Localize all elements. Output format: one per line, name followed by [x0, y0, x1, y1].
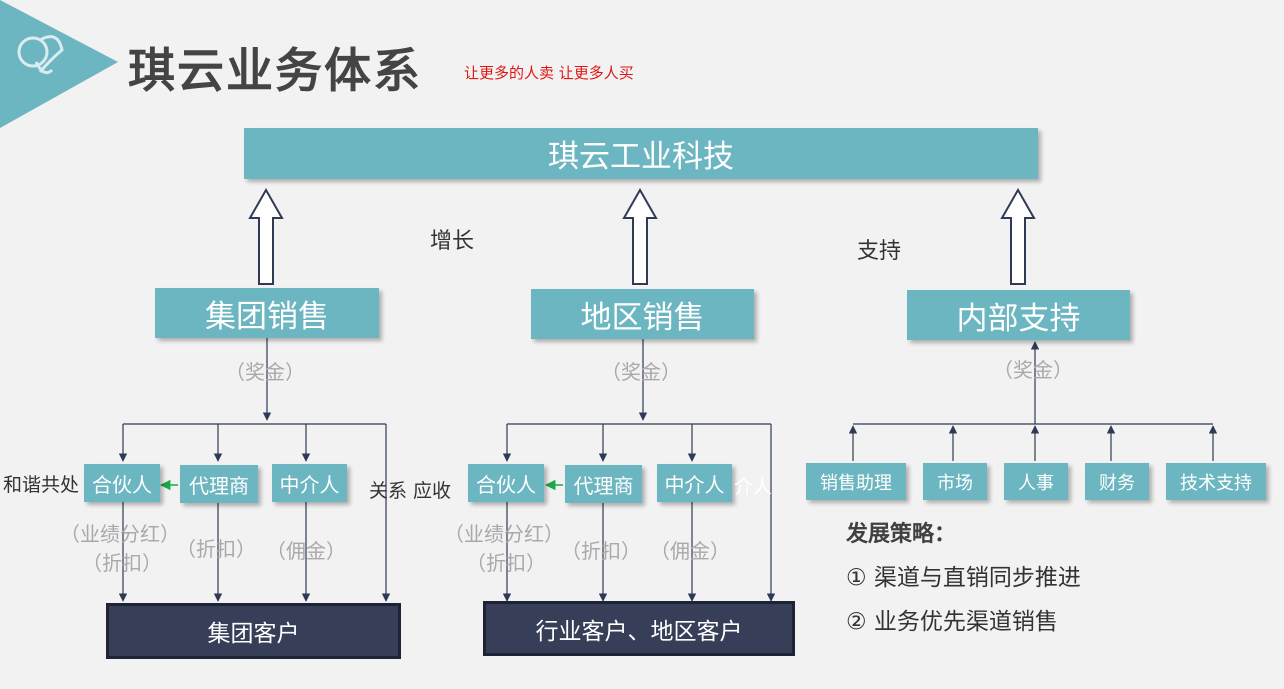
strategy-item-1: ① 渠道与直销同步推进: [846, 565, 1081, 591]
up-arrow-right: [1000, 187, 1036, 285]
bonus-label-group: （奖金）: [225, 360, 305, 384]
relation-receivable-label: 关系 应收: [369, 480, 452, 502]
group-partner-discount-note: （折扣）: [82, 551, 162, 575]
support-label: 支持: [857, 239, 902, 264]
strategy-item-2: ② 业务优先渠道销售: [846, 609, 1058, 635]
up-arrow-middle: [622, 187, 658, 285]
group-agent-discount-note: （折扣）: [176, 537, 256, 561]
up-arrow-left: [248, 187, 284, 285]
support-unit-hr: 人事: [1004, 463, 1068, 500]
group-agent-box: 代理商: [180, 465, 258, 503]
group-intermediary-box: 中介人: [272, 464, 347, 502]
slogan: 让更多的人卖 让更多人买: [464, 64, 634, 82]
top-company-box: 琪云工业科技: [244, 128, 1038, 179]
cutoff-text: 介人: [734, 476, 773, 498]
page-title: 琪云业务体系: [128, 44, 422, 99]
growth-label: 增长: [430, 229, 475, 254]
header-triangle: [0, 0, 118, 128]
group-customer-box: 集团客户: [106, 603, 401, 659]
support-unit-marketing: 市场: [923, 463, 987, 500]
region-intermediary-box: 中介人: [657, 464, 732, 502]
region-commission-note: （佣金）: [650, 539, 730, 563]
region-partner-discount-note: （折扣）: [466, 551, 546, 575]
group-commission-note: （佣金）: [266, 539, 346, 563]
internal-support-box: 内部支持: [907, 290, 1130, 340]
region-partner-box: 合伙人: [468, 464, 544, 502]
support-unit-tech: 技术支持: [1166, 463, 1266, 500]
support-unit-sales-assistant: 销售助理: [806, 463, 906, 500]
industry-customer-box: 行业客户、地区客户: [483, 601, 795, 656]
group-dividend-note: （业绩分红）: [60, 522, 180, 546]
bonus-label-support: （奖金）: [993, 358, 1073, 382]
region-agent-box: 代理商: [565, 465, 642, 503]
strategy-heading: 发展策略：: [846, 522, 957, 547]
group-sales-box: 集团销售: [155, 288, 379, 338]
support-unit-finance: 财务: [1085, 463, 1149, 500]
region-dividend-note: （业绩分红）: [444, 522, 564, 546]
regional-sales-box: 地区销售: [531, 289, 754, 339]
harmony-label: 和谐共处: [3, 474, 80, 496]
bonus-label-region: （奖金）: [601, 360, 681, 384]
group-partner-box: 合伙人: [84, 464, 160, 502]
region-agent-discount-note: （折扣）: [561, 539, 641, 563]
logo-icon: [17, 35, 64, 75]
